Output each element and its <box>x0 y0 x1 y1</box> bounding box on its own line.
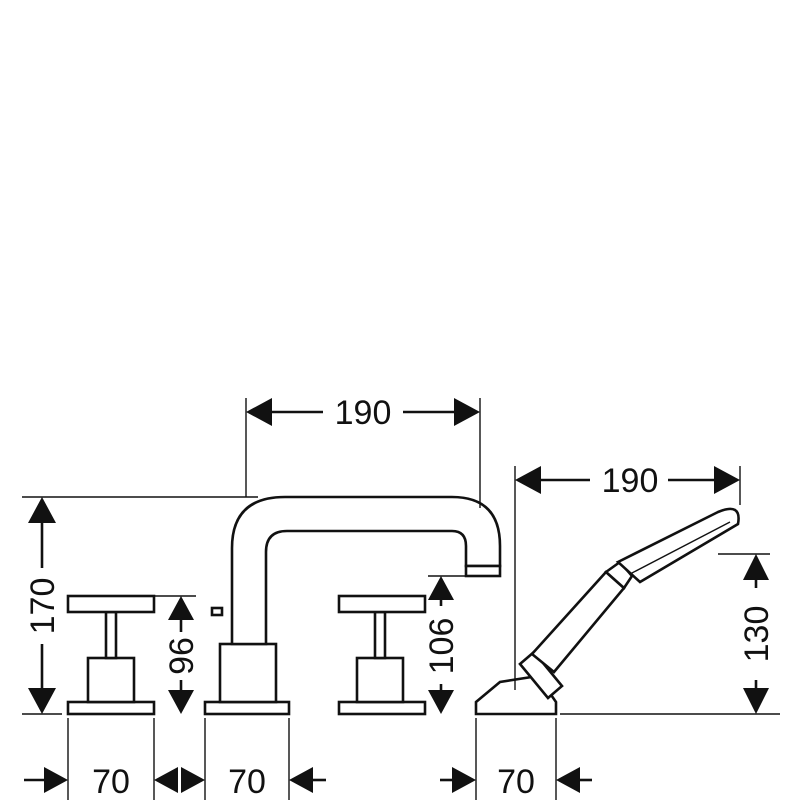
arrowhead <box>714 466 740 494</box>
arrowhead <box>452 767 476 793</box>
arrowhead <box>556 767 580 793</box>
shower-head <box>615 507 740 584</box>
spout-popup-lever <box>210 606 224 617</box>
left-handle-stem <box>104 610 118 660</box>
dim-overall-height: 170 <box>22 496 258 714</box>
spacing-label-1: 70 <box>92 763 130 800</box>
right-handle-crossbar <box>337 594 427 614</box>
right-handle-base <box>337 700 427 716</box>
arrowhead <box>743 688 769 714</box>
right-cross-handle <box>337 594 427 716</box>
spout-aerator <box>464 564 502 578</box>
arrowhead <box>28 497 56 523</box>
shower-handle-grip <box>530 570 626 674</box>
spout-assembly <box>203 495 502 716</box>
dim-spout-outlet-height: 106 <box>423 575 466 714</box>
left-handle-body <box>86 656 136 704</box>
shower-holder-ring <box>518 650 564 700</box>
arrowhead <box>168 596 194 620</box>
spout-neck <box>230 495 502 646</box>
dim-shower-reach: 190 <box>514 462 741 690</box>
arrowhead <box>454 398 480 426</box>
shower-head-face <box>629 521 731 575</box>
spout-body <box>218 642 278 704</box>
spacing-label-2: 70 <box>228 763 266 800</box>
right-handle-body <box>355 656 405 704</box>
dim-handle-height: 96 <box>154 595 201 714</box>
dim-spout-reach: 190 <box>245 394 481 508</box>
right-handle-stem <box>373 610 387 660</box>
shower-height-label: 130 <box>738 606 776 663</box>
shower-holder-base <box>474 674 558 716</box>
left-handle-base <box>66 700 156 716</box>
arrowhead <box>515 466 541 494</box>
arrowhead <box>154 767 178 793</box>
hand-shower <box>474 507 740 716</box>
spout-outlet-height-label: 106 <box>423 618 461 675</box>
shower-reach-label: 190 <box>602 462 659 500</box>
overall-height-label: 170 <box>24 578 62 635</box>
spacing-label-3: 70 <box>497 763 535 800</box>
arrowhead <box>44 767 68 793</box>
arrowhead <box>181 767 205 793</box>
dim-spacing-row: 70 70 70 <box>24 718 592 800</box>
spout-base <box>203 700 291 716</box>
arrowhead <box>246 398 272 426</box>
arrowhead <box>743 554 769 580</box>
dim-shower-height: 130 <box>718 553 776 714</box>
left-cross-handle <box>66 594 156 716</box>
arrowhead <box>28 688 56 714</box>
handle-height-label: 96 <box>163 637 201 675</box>
left-handle-crossbar <box>66 594 156 614</box>
spout-reach-label: 190 <box>335 394 392 432</box>
arrowhead <box>289 767 313 793</box>
arrowhead <box>168 690 194 714</box>
arrowhead <box>428 690 454 714</box>
arrowhead <box>428 576 454 600</box>
